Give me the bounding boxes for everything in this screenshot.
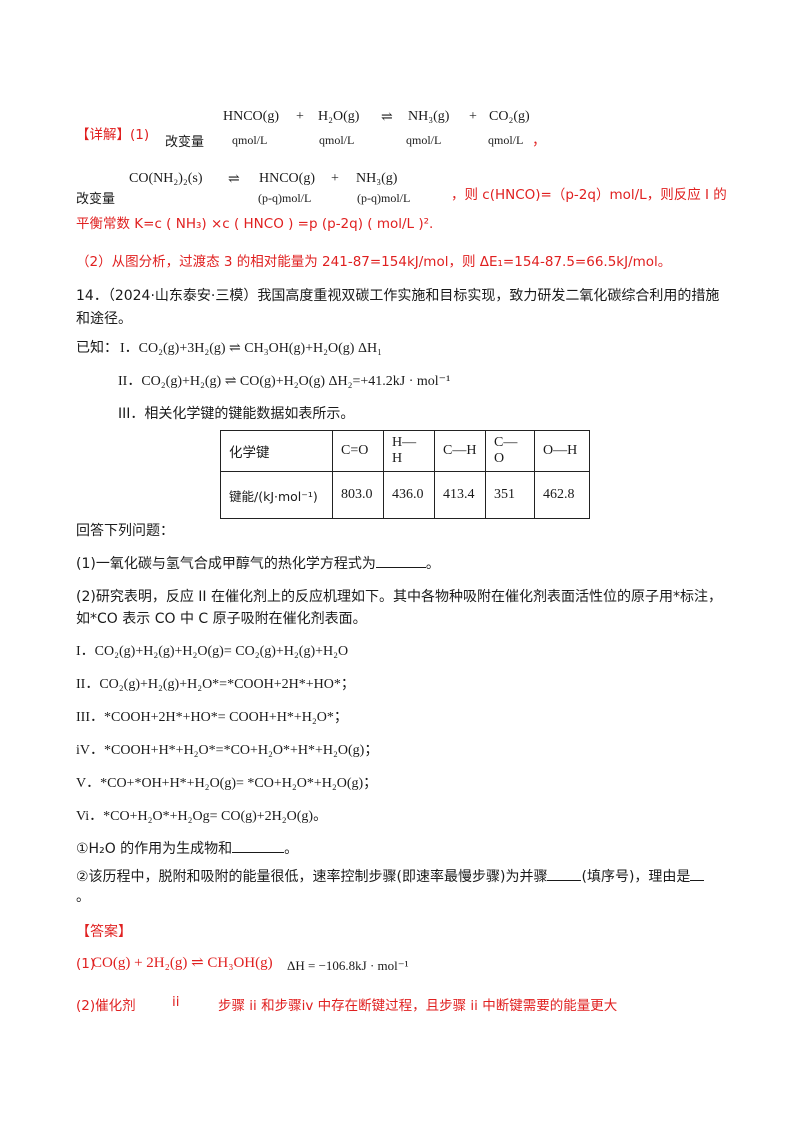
- answer-1-enthalpy: ΔH = −106.8kJ · mol⁻¹: [287, 958, 409, 973]
- q14-intro-line1: 14．（2024·山东泰安·三模）我国高度重视双碳工作实施和目标实现，致力研发二…: [76, 288, 720, 304]
- table-header-cell: 化学键: [220, 430, 333, 472]
- mechanism-step: III．*COOH+2H*+HO*= COOH+H*+H₂O*；: [76, 710, 348, 725]
- mechanism-step: iV．*COOH+H*+H₂O*=*CO+H₂O*+H*+H₂O(g)；: [76, 743, 379, 758]
- eq1-amount-2: qmol/L: [319, 133, 355, 147]
- eq1-change-label: 改变量: [165, 135, 205, 150]
- question-a: ①H₂O 的作用为生成物和。: [76, 838, 298, 858]
- table-cell: 803.0: [332, 471, 384, 519]
- eq2-arrow: ⇌: [228, 172, 240, 187]
- sub-question-1: (1)一氧化碳与氢气合成甲醇气的热化学方程式为。: [76, 553, 440, 573]
- table-row: 键能/(kJ·mol⁻¹) 803.0 436.0 413.4 351 462.…: [220, 471, 590, 519]
- table-cell: 键能/(kJ·mol⁻¹): [220, 471, 333, 519]
- eq1-reactant2: H₂O(g): [318, 109, 360, 124]
- answer-heading: 【答案】: [76, 924, 132, 940]
- answer-2-step: ii: [172, 994, 180, 1010]
- reaction-3: III．相关化学键的键能数据如表所示。: [118, 406, 355, 422]
- eq1-amount-4: qmol/L: [488, 133, 524, 147]
- table-cell: 413.4: [434, 471, 486, 519]
- detail-part2-line: （2）从图分析，过渡态 3 的相对能量为 241-87=154kJ/mol，则 …: [76, 254, 672, 270]
- question-b: ②该历程中，脱附和吸附的能量很低，速率控制步骤(即速率最慢步骤)为并骤(填序号)…: [76, 866, 705, 886]
- eq2-change-label: 改变量: [76, 192, 116, 207]
- sub-question-2-line2: 如*CO 表示 CO 中 C 原子吸附在催化剂表面。: [76, 611, 367, 627]
- bond-energy-table: 化学键 C=O H—H C—H C—O O—H 键能/(kJ·mol⁻¹) 80…: [220, 430, 590, 519]
- eq2-product2: NH₃(g): [356, 171, 398, 186]
- table-cell: 351: [485, 471, 535, 519]
- q14-intro-line2: 和途径。: [76, 311, 132, 327]
- mechanism-step: I．CO₂(g)+H₂(g)+H₂O(g)= CO₂(g)+H₂(g)+H₂O: [76, 644, 349, 659]
- known-label: 已知：: [76, 340, 118, 356]
- eq2-amount-1: (p-q)mol/L: [258, 191, 312, 205]
- table-header-cell: O—H: [534, 430, 590, 472]
- eq2-conclusion: ，则 c(HNCO)=（p-2q）mol/L，则反应 I 的: [451, 187, 727, 203]
- mechanism-step: V．*CO+*OH+H*+H₂O(g)= *CO+H₂O*+H₂O(g)；: [76, 776, 378, 791]
- eq1-amount-3: qmol/L: [406, 133, 442, 147]
- table-header-cell: C=O: [332, 430, 384, 472]
- question-b-end: 。: [76, 889, 90, 905]
- answer-1-label: (1): [76, 956, 96, 972]
- answer-2-reason: 步骤 ii 和步骤iv 中存在断键过程，且步骤 ii 中断键需要的能量更大: [218, 998, 618, 1014]
- eq2-product1: HNCO(g): [259, 171, 315, 186]
- eq1-trail: ，: [532, 134, 546, 149]
- eq1-product1: NH₃(g): [408, 109, 450, 124]
- answer-blank: [232, 838, 285, 853]
- eq2-plus: +: [331, 171, 339, 186]
- detail-heading: 【详解】(1): [76, 127, 150, 143]
- answer-2-label: (2)催化剂: [76, 998, 136, 1014]
- eq1-reactant1: HNCO(g): [223, 109, 279, 124]
- table-header-row: 化学键 C=O H—H C—H C—O O—H: [220, 430, 590, 472]
- answer-blank: [375, 553, 426, 568]
- answer-1-equation: CO(g) + 2H₂(g) ⇌ CH₃OH(g): [92, 955, 273, 971]
- table-header-cell: H—H: [383, 430, 435, 472]
- table-header-cell: C—O: [485, 430, 535, 472]
- table-cell: 462.8: [534, 471, 590, 519]
- eq1-plus1: +: [296, 109, 304, 124]
- table-cell: 436.0: [383, 471, 435, 519]
- reaction-2: II．CO₂(g)+H₂(g) ⇌ CO(g)+H₂O(g) ΔH₂=+41.2…: [118, 374, 451, 389]
- eq1-product2: CO₂(g): [489, 109, 530, 124]
- answer-blank: [690, 866, 705, 881]
- answer-prompt: 回答下列问题：: [76, 523, 174, 539]
- mechanism-step: II．CO₂(g)+H₂(g)+H₂O*=*COOH+2H*+HO*；: [76, 677, 355, 692]
- mechanism-step: Vi．*CO+H₂O*+H₂Og= CO(g)+2H₂O(g)。: [76, 809, 328, 824]
- eq2-reactant: CO(NH₂)₂(s): [129, 171, 203, 186]
- eq1-plus2: +: [469, 109, 477, 124]
- table-header-cell: C—H: [434, 430, 486, 472]
- reaction-1: I．CO₂(g)+3H₂(g) ⇌ CH₃OH(g)+H₂O(g) ΔH₁: [120, 341, 382, 356]
- equilibrium-constant-line: 平衡常数 K=c ( NH₃) ×c ( HNCO ) =p (p-2q) ( …: [76, 216, 434, 232]
- eq2-amount-2: (p-q)mol/L: [357, 191, 411, 205]
- eq1-amount-1: qmol/L: [232, 133, 268, 147]
- answer-blank: [547, 866, 582, 881]
- eq1-arrow: ⇌: [381, 110, 393, 125]
- sub-question-2-line1: (2)研究表明，反应 II 在催化剂上的反应机理如下。其中各物种吸附在催化剂表面…: [76, 589, 722, 605]
